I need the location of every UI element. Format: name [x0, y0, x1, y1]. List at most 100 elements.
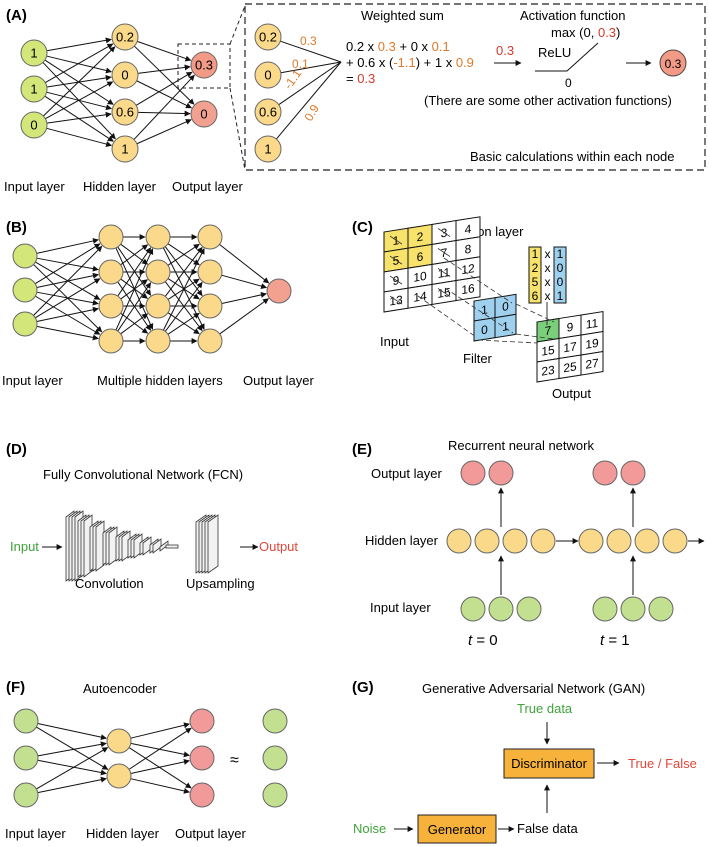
- f-edge: [128, 727, 192, 770]
- c-calc-left-value: 2: [532, 261, 539, 275]
- rnn-input-node: [488, 596, 514, 622]
- c-filter-cell-value: 1: [502, 319, 509, 334]
- b-edge: [162, 248, 205, 331]
- weighted-sum-line-2: + 0.6 x (-1.1) + 1 x 0.9: [346, 55, 474, 70]
- arrow-value: 0.3: [496, 43, 514, 58]
- a-hidden-node: [111, 135, 139, 163]
- panel-c-label: (C): [352, 219, 373, 236]
- f-edge: [128, 747, 192, 789]
- fcn-output-label: Output: [259, 539, 298, 554]
- gan-true-data: True data: [517, 701, 573, 716]
- c-output-cell-value: 19: [585, 336, 599, 352]
- result-node-value: 0.3: [665, 57, 682, 71]
- rnn-hidden-node: [530, 528, 556, 554]
- a-hidden-node-value: 0.6: [116, 105, 134, 120]
- gan-discriminator-box: [503, 748, 595, 779]
- weighted-sum-line-3: = 0.3: [346, 71, 375, 86]
- panel-c: (C) Convolution layer 123456789101112131…: [352, 216, 604, 401]
- c-input-cell-value: 12: [461, 261, 475, 277]
- zoom-weight-edge: [280, 40, 342, 63]
- c-proj-line-3: [417, 295, 477, 338]
- a-edge-hidden-output: [137, 110, 191, 117]
- b-hidden-node: [98, 293, 124, 319]
- c-filter-cell-value: 1: [481, 302, 488, 317]
- f-edge: [130, 758, 190, 774]
- panel-e-label: (E): [352, 441, 372, 458]
- a-input-node: [20, 39, 48, 67]
- c-calc-right-column: [553, 246, 567, 304]
- rnn-input-node: [648, 596, 674, 622]
- a-edge-hidden-output: [133, 74, 195, 140]
- b-hidden-node: [197, 293, 223, 319]
- panel-f-output-layer-label: Output layer: [175, 826, 246, 841]
- c-input-cell-value: 6: [417, 249, 424, 264]
- rnn-hidden-node: [446, 528, 472, 554]
- f-edge: [37, 759, 107, 776]
- c-input-overlay-mark: [389, 295, 403, 305]
- a-output-node: [190, 51, 218, 79]
- panel-b-nodes: [12, 224, 292, 354]
- panel-f-title: Autoencoder: [83, 681, 157, 696]
- weighted-sum-title: Weighted sum: [361, 8, 444, 23]
- c-output-cell-value: 7: [545, 323, 552, 338]
- panel-d-label: (D): [6, 441, 27, 458]
- c-input-cell-value: 4: [465, 222, 472, 237]
- c-calc-left-column: [528, 246, 542, 304]
- c-output-cell-value: 17: [563, 339, 577, 355]
- fcn-convolution-blocks: [65, 510, 179, 582]
- rnn-input-node: [460, 596, 486, 622]
- activation-formula: max (0, 0.3): [551, 25, 620, 40]
- panel-a-zoom-box: [244, 3, 706, 171]
- b-hidden-node: [145, 259, 171, 285]
- panel-a-zoom-line-top: [229, 5, 246, 45]
- b-edge: [117, 247, 152, 297]
- relu-label: ReLU: [538, 45, 571, 60]
- rnn-input-node: [592, 596, 618, 622]
- c-input-overlay-mark: [389, 255, 403, 265]
- b-edge: [219, 244, 270, 284]
- c-input-overlay-mark: [437, 248, 451, 257]
- f-output-node: [189, 782, 215, 808]
- c-filter-cell-value: 0: [502, 299, 509, 314]
- activation-note: (There are some other activation functio…: [424, 93, 672, 108]
- panel-a-zoom-line-bottom: [229, 87, 246, 171]
- gan-true-false: True / False: [628, 756, 697, 771]
- rnn-hidden-node: [606, 528, 632, 554]
- rnn-output-node: [488, 460, 514, 486]
- panel-b-edges: [33, 234, 270, 344]
- panel-f-hidden-layer-label: Hidden layer: [86, 826, 160, 841]
- rnn-input-node: [620, 596, 646, 622]
- fcn-input-label: Input: [10, 539, 39, 554]
- a-hidden-node-value: 0.2: [116, 30, 134, 45]
- a-edge-hidden-output: [137, 40, 192, 62]
- c-proj-line-4: [515, 303, 555, 323]
- rnn-output-node: [460, 460, 486, 486]
- rnn-time-0: t = 0: [468, 632, 498, 649]
- fcn-convolution-label: Convolution: [75, 576, 144, 591]
- f-hidden-node: [106, 728, 132, 754]
- b-hidden-node: [145, 293, 171, 319]
- c-calc-times: x: [545, 275, 551, 289]
- c-input-cell: [455, 276, 481, 302]
- rnn-hidden-node: [662, 528, 688, 554]
- rnn-hidden-node: [634, 528, 660, 554]
- c-input-cell-value: 10: [413, 269, 427, 285]
- c-output-cell-value: 25: [563, 359, 577, 375]
- zoom-weight-edge: [280, 61, 342, 74]
- panel-f-edges: [36, 722, 192, 794]
- gan-discriminator-label: Discriminator: [511, 756, 588, 771]
- zoom-input-node: [254, 135, 282, 163]
- rnn-graph: [446, 460, 705, 622]
- a-input-node-value: 1: [30, 46, 37, 61]
- rnn-output-node: [592, 460, 618, 486]
- c-calc-left-value: 6: [532, 289, 539, 303]
- c-input-overlay-mark: [437, 268, 451, 277]
- panel-a-caption: Basic calculations within each node: [470, 149, 675, 164]
- a-edge-hidden-output: [135, 71, 193, 106]
- panel-a-zoom: 0.200.610.30.1-1.10.9: [254, 23, 342, 163]
- c-proj-line-2: [444, 287, 514, 334]
- panel-e: (E) Recurrent neural network Output laye…: [352, 438, 705, 649]
- zoom-input-node: [254, 98, 282, 126]
- c-output-cell-value: 27: [585, 356, 599, 372]
